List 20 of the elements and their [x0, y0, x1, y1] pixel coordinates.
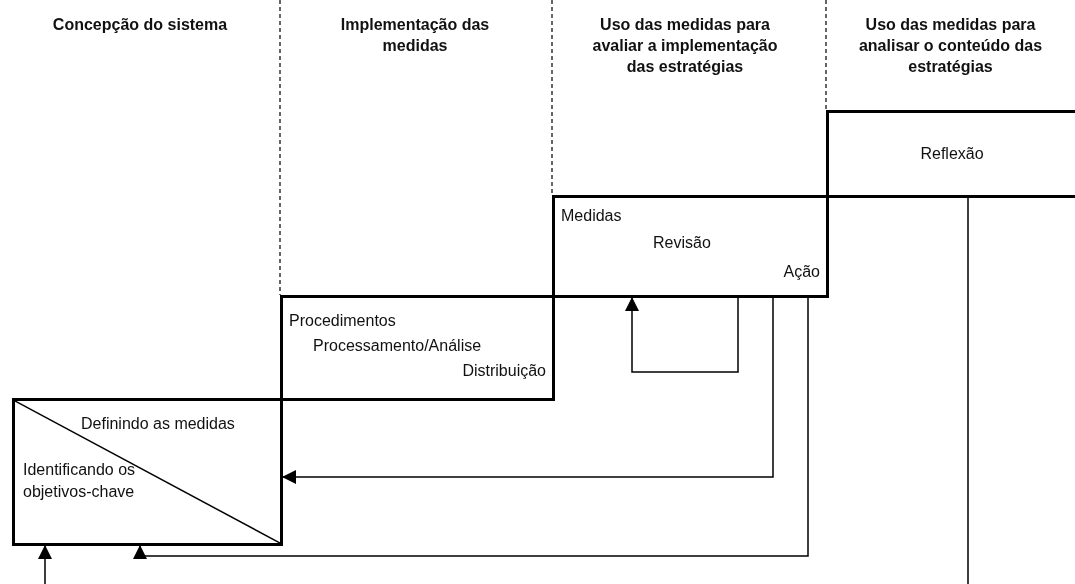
arrow	[38, 197, 969, 584]
stage-text: Revisão	[653, 233, 711, 253]
stage-text: Identificando os objetivos-chave	[23, 460, 137, 502]
stage-text: Procedimentos	[289, 311, 396, 331]
stage-text: Definindo as medidas	[81, 414, 235, 434]
stage-text: Ação	[783, 262, 820, 282]
column-heading: Concepção do sistema	[51, 15, 229, 35]
stage-text: Processamento/Análise	[313, 336, 482, 356]
column-heading: Implementação das medidas	[339, 15, 491, 56]
stage-text: Medidas	[561, 206, 622, 226]
arrow	[625, 297, 739, 373]
stage-box	[826, 110, 1075, 198]
stage-text: Distribuição	[462, 361, 546, 381]
arrow	[133, 297, 809, 559]
stage-box	[552, 195, 829, 298]
stage-box	[280, 295, 555, 401]
arrow	[282, 297, 774, 484]
column-heading: Uso das medidas para avaliar a implementação das estratégias	[591, 15, 779, 77]
stage-text: Reflexão	[919, 144, 985, 164]
column-heading: Uso das medidas para analisar o conteúdo das estratégias	[857, 15, 1044, 77]
